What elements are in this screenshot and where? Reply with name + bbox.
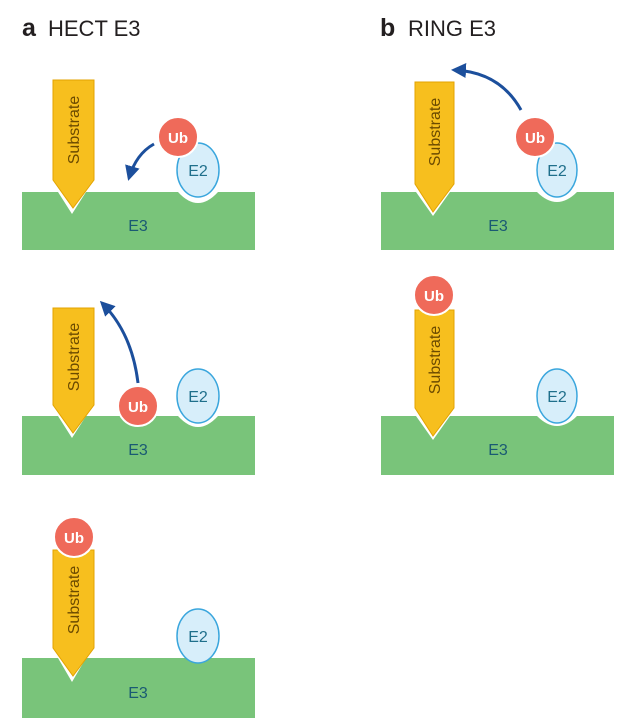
ub-label: Ub xyxy=(168,130,188,147)
ubiquitin xyxy=(117,385,159,427)
panel-a-header: a HECT E3 xyxy=(22,14,141,42)
substrate-label: Substrate xyxy=(66,566,83,635)
e3-block xyxy=(381,192,614,250)
ubiquitin xyxy=(514,116,556,158)
e3-block xyxy=(381,416,614,475)
e3-label: E3 xyxy=(128,685,148,702)
panel-b-header: b RING E3 xyxy=(380,14,496,42)
hect-step-2: E3 Substrate E2 Ub xyxy=(22,300,255,475)
e3-label: E3 xyxy=(128,218,148,235)
substrate-label: Substrate xyxy=(427,326,444,395)
panel-b-title: RING E3 xyxy=(408,16,496,41)
e3-block xyxy=(22,658,255,718)
e2-label: E2 xyxy=(188,389,208,406)
e3-label: E3 xyxy=(488,218,508,235)
ub-label: Ub xyxy=(128,399,148,416)
panel-a-letter: a xyxy=(22,14,37,42)
ubiquitin xyxy=(413,274,455,316)
e2-enzyme xyxy=(176,368,220,424)
e2-label: E2 xyxy=(188,163,208,180)
ub-label: Ub xyxy=(64,530,84,547)
e3-block xyxy=(22,192,255,250)
hect-step-1: E3 Substrate E2 Ub xyxy=(22,79,255,250)
e2-enzyme xyxy=(176,608,220,664)
ubiquitin xyxy=(157,116,199,158)
substrate-label: Substrate xyxy=(66,96,83,165)
substrate-arrow xyxy=(414,81,455,213)
panel-b-letter: b xyxy=(380,14,395,42)
panel-a-title: HECT E3 xyxy=(48,16,141,41)
substrate-label: Substrate xyxy=(427,98,444,167)
ub-label: Ub xyxy=(525,130,545,147)
e3-label: E3 xyxy=(488,442,508,459)
e3-label: E3 xyxy=(128,442,148,459)
transfer-arrow xyxy=(99,300,140,384)
e3-block xyxy=(22,416,255,475)
substrate-arrow xyxy=(52,79,95,209)
e2-enzyme xyxy=(536,142,578,198)
e2-enzyme xyxy=(536,368,578,424)
substrate-arrow xyxy=(52,307,95,434)
ub-label: Ub xyxy=(424,288,444,305)
transfer-arrow xyxy=(125,142,155,181)
ring-step-1: E3 Substrate E2 Ub xyxy=(381,63,614,250)
ubiquitin xyxy=(53,516,95,558)
e2-label: E2 xyxy=(547,163,567,180)
transfer-arrow xyxy=(451,63,523,111)
e2-label: E2 xyxy=(188,629,208,646)
e2-label: E2 xyxy=(547,389,567,406)
ring-step-2: E3 Substrate E2 Ub xyxy=(381,274,614,475)
substrate-label: Substrate xyxy=(66,323,83,392)
hect-step-3: E3 Substrate E2 Ub xyxy=(22,516,255,718)
